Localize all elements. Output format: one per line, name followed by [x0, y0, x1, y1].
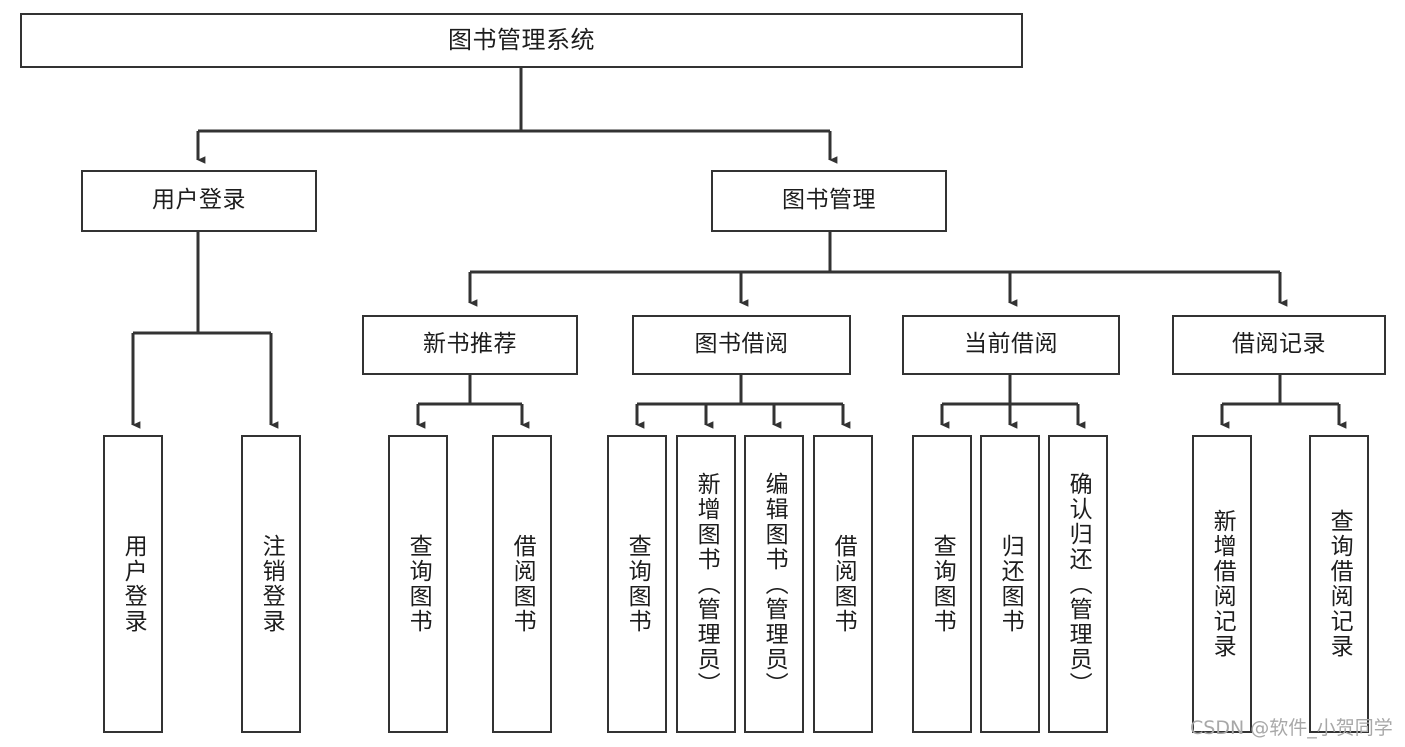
node-label: 借阅记录: [1232, 331, 1326, 358]
node-label: 用户登录: [152, 187, 246, 214]
node-label: 查询借阅记录: [1326, 509, 1353, 659]
node-label: 归还图书: [997, 534, 1024, 634]
leaf-borrow-book[interactable]: 借阅图书: [813, 435, 873, 733]
node-label: 借阅图书: [830, 534, 857, 634]
node-label: 图书借阅: [694, 331, 789, 358]
node-label: 用户登录: [120, 534, 147, 634]
leaf-query-book-borrow[interactable]: 查询图书: [607, 435, 667, 733]
node-label: 确认归还（管理员）: [1065, 471, 1092, 697]
leaf-query-book-current[interactable]: 查询图书: [912, 435, 972, 733]
leaf-user-login[interactable]: 用户登录: [103, 435, 163, 733]
node-book-management[interactable]: 图书管理: [711, 170, 947, 232]
node-book-borrow[interactable]: 图书借阅: [632, 315, 851, 375]
node-label: 新增借阅记录: [1209, 509, 1236, 659]
node-root-book-management-system[interactable]: 图书管理系统: [20, 13, 1023, 68]
node-label: 新增图书（管理员）: [693, 471, 720, 697]
leaf-confirm-return-admin[interactable]: 确认归还（管理员）: [1048, 435, 1108, 733]
node-borrow-record[interactable]: 借阅记录: [1172, 315, 1386, 375]
leaf-add-borrow-record[interactable]: 新增借阅记录: [1192, 435, 1252, 733]
node-label: 编辑图书（管理员）: [761, 471, 788, 697]
node-label: 图书管理: [782, 187, 876, 214]
node-label: 图书管理系统: [448, 26, 595, 55]
node-label: 查询图书: [929, 534, 956, 634]
node-label: 注销登录: [258, 534, 285, 634]
node-label: 查询图书: [624, 534, 651, 634]
node-label: 当前借阅: [964, 331, 1058, 358]
node-label: 借阅图书: [509, 534, 536, 634]
node-new-book-recommend[interactable]: 新书推荐: [362, 315, 578, 375]
leaf-add-book-admin[interactable]: 新增图书（管理员）: [676, 435, 736, 733]
leaf-edit-book-admin[interactable]: 编辑图书（管理员）: [744, 435, 804, 733]
leaf-query-book-recommend[interactable]: 查询图书: [388, 435, 448, 733]
node-current-borrow[interactable]: 当前借阅: [902, 315, 1120, 375]
node-user-login[interactable]: 用户登录: [81, 170, 317, 232]
leaf-borrow-book-recommend[interactable]: 借阅图书: [492, 435, 552, 733]
node-label: 新书推荐: [423, 331, 517, 358]
leaf-logout-login[interactable]: 注销登录: [241, 435, 301, 733]
node-label: 查询图书: [405, 534, 432, 634]
leaf-query-borrow-record[interactable]: 查询借阅记录: [1309, 435, 1369, 733]
leaf-return-book[interactable]: 归还图书: [980, 435, 1040, 733]
